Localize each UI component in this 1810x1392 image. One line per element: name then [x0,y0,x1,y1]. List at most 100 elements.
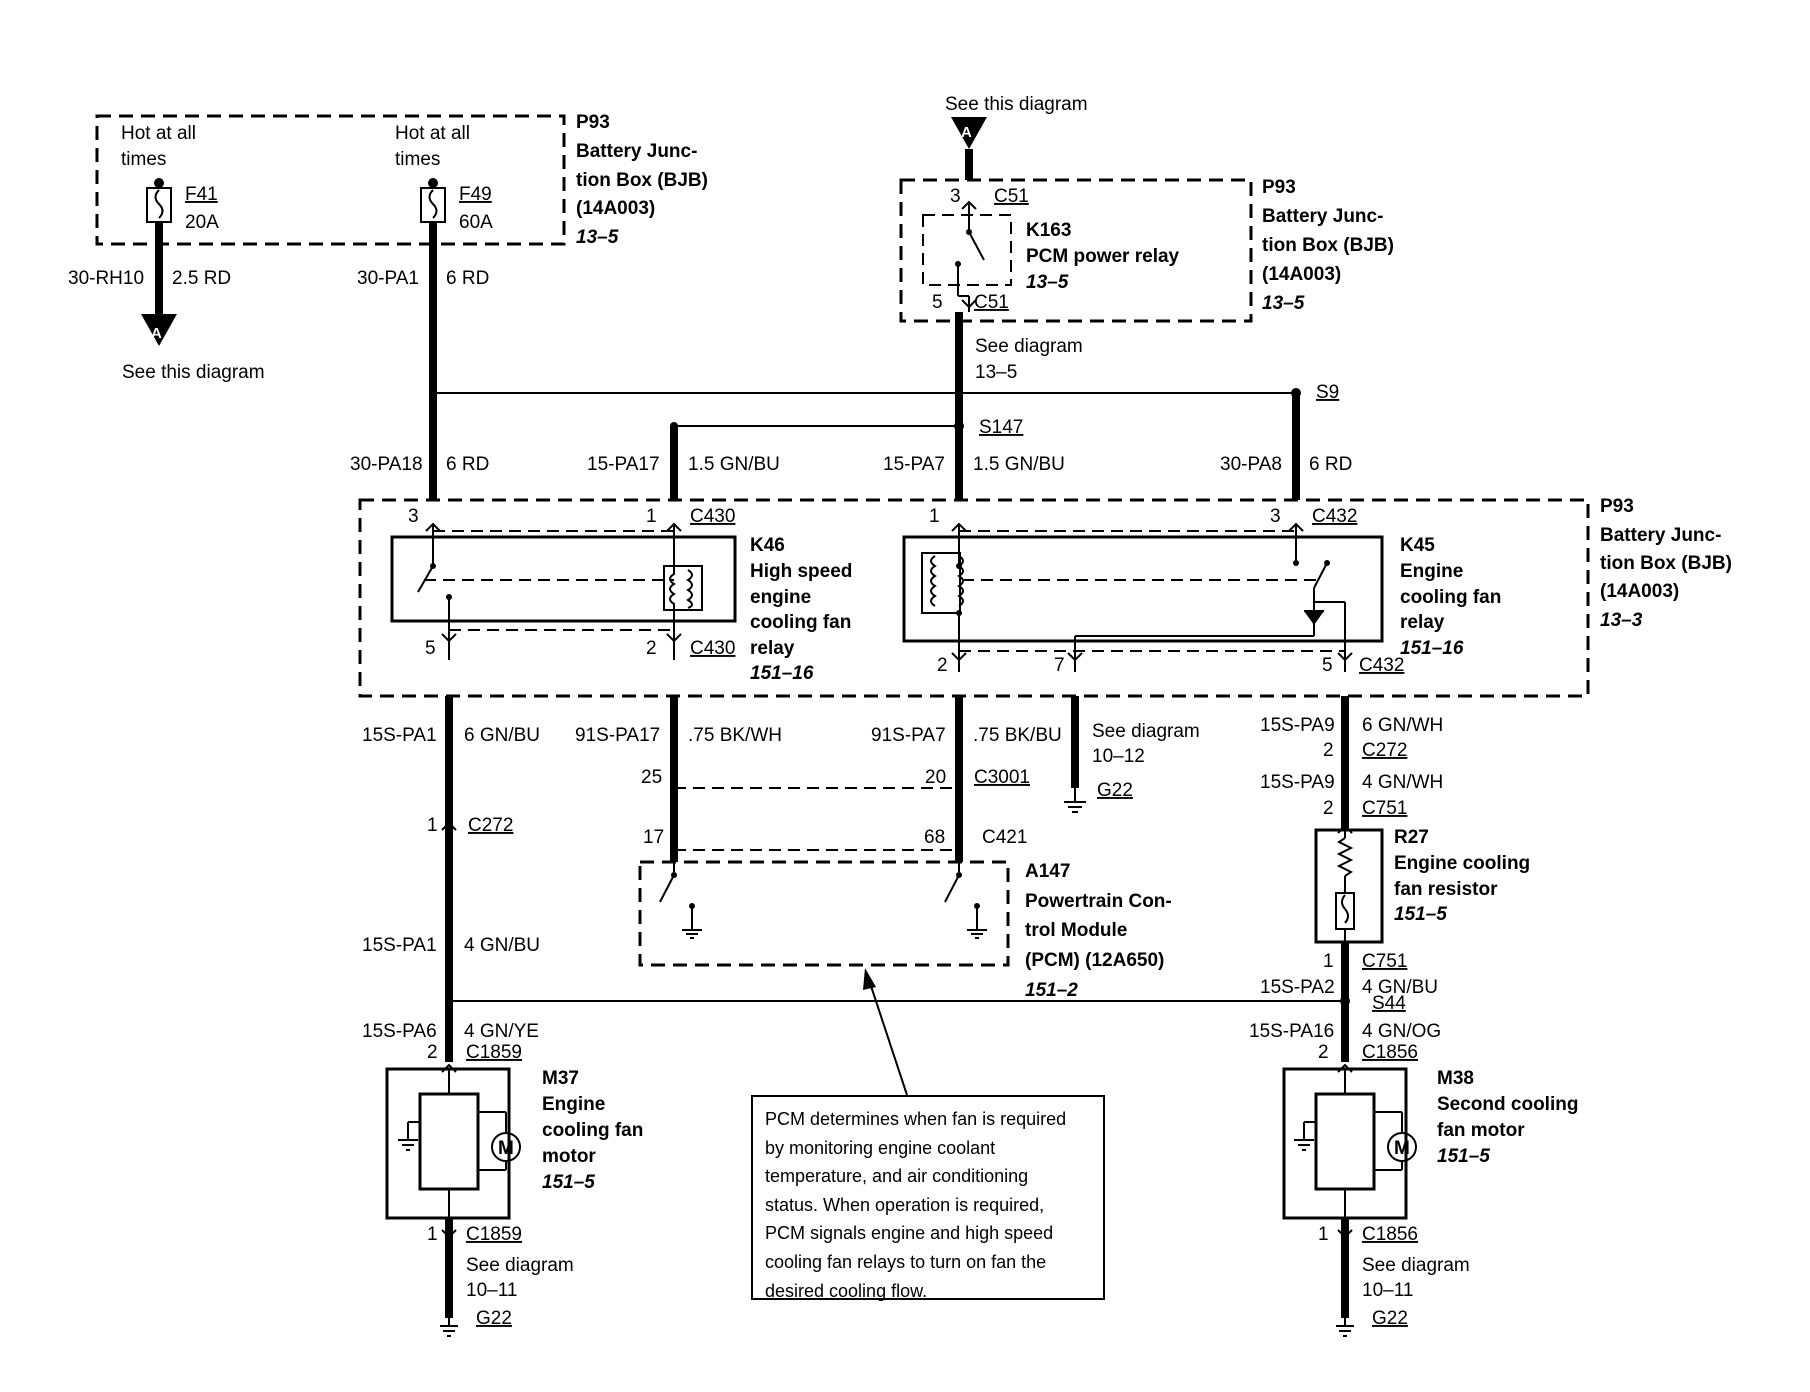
bjb-relay-box: P93 Battery Junc- tion Box (BJB) (14A003… [358,496,1732,698]
m37-pin-top: 2 [427,1042,438,1063]
c421-conn: C421 [982,827,1027,848]
pcm-a147: A147 Powertrain Con- trol Module (PCM) (… [638,860,1172,1001]
bjb3-name-3: (14A003) [1600,581,1679,602]
bjb2-name-2: tion Box (BJB) [1262,235,1394,256]
k163-ref: 13–5 [1026,272,1069,293]
r27-name-2: fan resistor [1394,879,1498,900]
pcm-name-3: (PCM) (12A650) [1025,950,1164,971]
k163-conn5: C51 [974,292,1009,313]
connector-a-arrow-left [141,314,177,346]
wire-91s-pa7-circuit: 91S-PA7 [871,725,946,746]
m38-motor-symbol: M [1394,1138,1410,1159]
m38-ground: G22 [1372,1308,1408,1329]
hot-label-1b: times [121,149,166,170]
k45-pin1: 1 [929,506,940,527]
m38-ref: 151–5 [1437,1146,1490,1167]
k45-pin5: 5 [1322,655,1333,676]
wire-15s-pa16-circuit: 15S-PA16 [1249,1021,1334,1042]
r27-conn: C751 [1362,951,1407,972]
m37-conn-bot: C1859 [466,1224,522,1245]
wire-15s-pa1b-spec: 4 GN/BU [464,935,540,956]
r27-id: R27 [1394,827,1429,848]
hot-label-2a: Hot at all [395,123,470,144]
wire-15-pa7-circuit: 15-PA7 [883,454,945,475]
c3001-pin20: 20 [925,767,946,788]
k46-pin2: 2 [646,638,657,659]
bjb-id: P93 [576,112,610,133]
c421-pin68: 68 [924,827,945,848]
c751-pin: 2 [1323,798,1334,819]
bjb3-id: P93 [1600,496,1634,517]
wire-15s-pa1b-circuit: 15S-PA1 [362,935,437,956]
m37-name-3: motor [542,1146,596,1167]
wire-15s-pa6-spec: 4 GN/YE [464,1021,539,1042]
wire-15s-pa9b-spec: 4 GN/WH [1362,772,1443,793]
c3001-conn: C3001 [974,767,1030,788]
wire-15s-pa6-circuit: 15S-PA6 [362,1021,437,1042]
c421-pin17: 17 [643,827,664,848]
see-this-diagram-left: See this diagram [122,362,265,383]
m38-conn-top: C1856 [1362,1042,1418,1063]
k45-pin3: 3 [1270,506,1281,527]
wire-30-pa1-circuit: 30-PA1 [357,268,419,289]
c272-right-pin: 2 [1323,740,1334,761]
m38-name-1: Second cooling [1437,1094,1578,1115]
wire-15s-pa2-spec: 4 GN/BU [1362,977,1438,998]
m37-name-2: cooling fan [542,1120,643,1141]
k46-conn-top: C430 [690,506,735,527]
k163-conn: C51 [994,186,1029,207]
connector-a-arrow-top [951,117,987,149]
k163-pin3: 3 [950,186,961,207]
wire-15s-pa9b-circuit: 15S-PA9 [1260,772,1335,793]
fuse-f49-rating: 60A [459,212,493,233]
bjb2-ref: 13–5 [1262,293,1305,314]
k45-ground-see-1: See diagram [1092,721,1200,742]
k45-ground-label: G22 [1097,780,1133,801]
m38-pin-top: 2 [1318,1042,1329,1063]
bjb-name-3: (14A003) [576,198,655,219]
fuse-f41-rating: 20A [185,212,219,233]
wire-15s-pa9-spec: 6 GN/WH [1362,715,1443,736]
relay-k46: 3 1 C430 5 2 C430 K46 High speed engine … [390,506,852,684]
hot-label-2b: times [395,149,440,170]
wire-91s-pa17-circuit: 91S-PA17 [575,725,660,746]
c272-right-conn: C272 [1362,740,1407,761]
k45-name-2: cooling fan [1400,587,1501,608]
wire-15s-pa9-circuit: 15S-PA9 [1260,715,1335,736]
k46-name-1: High speed [750,561,852,582]
bjb-name-1: Battery Junc- [576,141,697,162]
bjb2-name-1: Battery Junc- [1262,206,1383,227]
k163-name: PCM power relay [1026,246,1180,267]
k46-conn-bot: C430 [690,638,735,659]
see-this-diagram-top: See this diagram [945,94,1088,115]
k45-ref: 151–16 [1400,638,1464,659]
wire-30-rh10-circuit: 30-RH10 [68,268,144,289]
m38-pin-bot: 1 [1318,1224,1329,1245]
k46-name-4: relay [750,638,795,659]
wire-30-pa8-spec: 6 RD [1309,454,1352,475]
fuse-f49-id: F49 [459,184,492,205]
bjb-top-left: Hot at all times Hot at all times P93 Ba… [95,112,708,248]
k46-pin1: 1 [646,506,657,527]
pcm-ref: 151–2 [1025,980,1078,1001]
c272-left-conn: C272 [468,815,513,836]
bjb2-name-3: (14A003) [1262,264,1341,285]
k45-conn-top: C432 [1312,506,1357,527]
see-diagram-13-5-b: 13–5 [975,362,1017,383]
k163-pin5: 5 [932,292,943,313]
bjb-name-2: tion Box (BJB) [576,170,708,191]
m37-ref: 151–5 [542,1172,595,1193]
pcm-note-line-2: by monitoring engine coolant [765,1137,996,1158]
motor-m37: 2 C1859 M M37 Engine cooling fan motor 1… [385,1042,643,1337]
c3001-pin25: 25 [641,767,662,788]
fuse-f41-id: F41 [185,184,218,205]
fuse-f49: F49 60A [420,178,493,244]
k46-name-3: cooling fan [750,612,851,633]
m37-see-1: See diagram [466,1255,574,1276]
m37-id: M37 [542,1068,579,1089]
m38-name-2: fan motor [1437,1120,1525,1141]
wire-30-pa1-spec: 6 RD [446,268,489,289]
m37-conn-top: C1859 [466,1042,522,1063]
k46-pin3: 3 [408,506,419,527]
